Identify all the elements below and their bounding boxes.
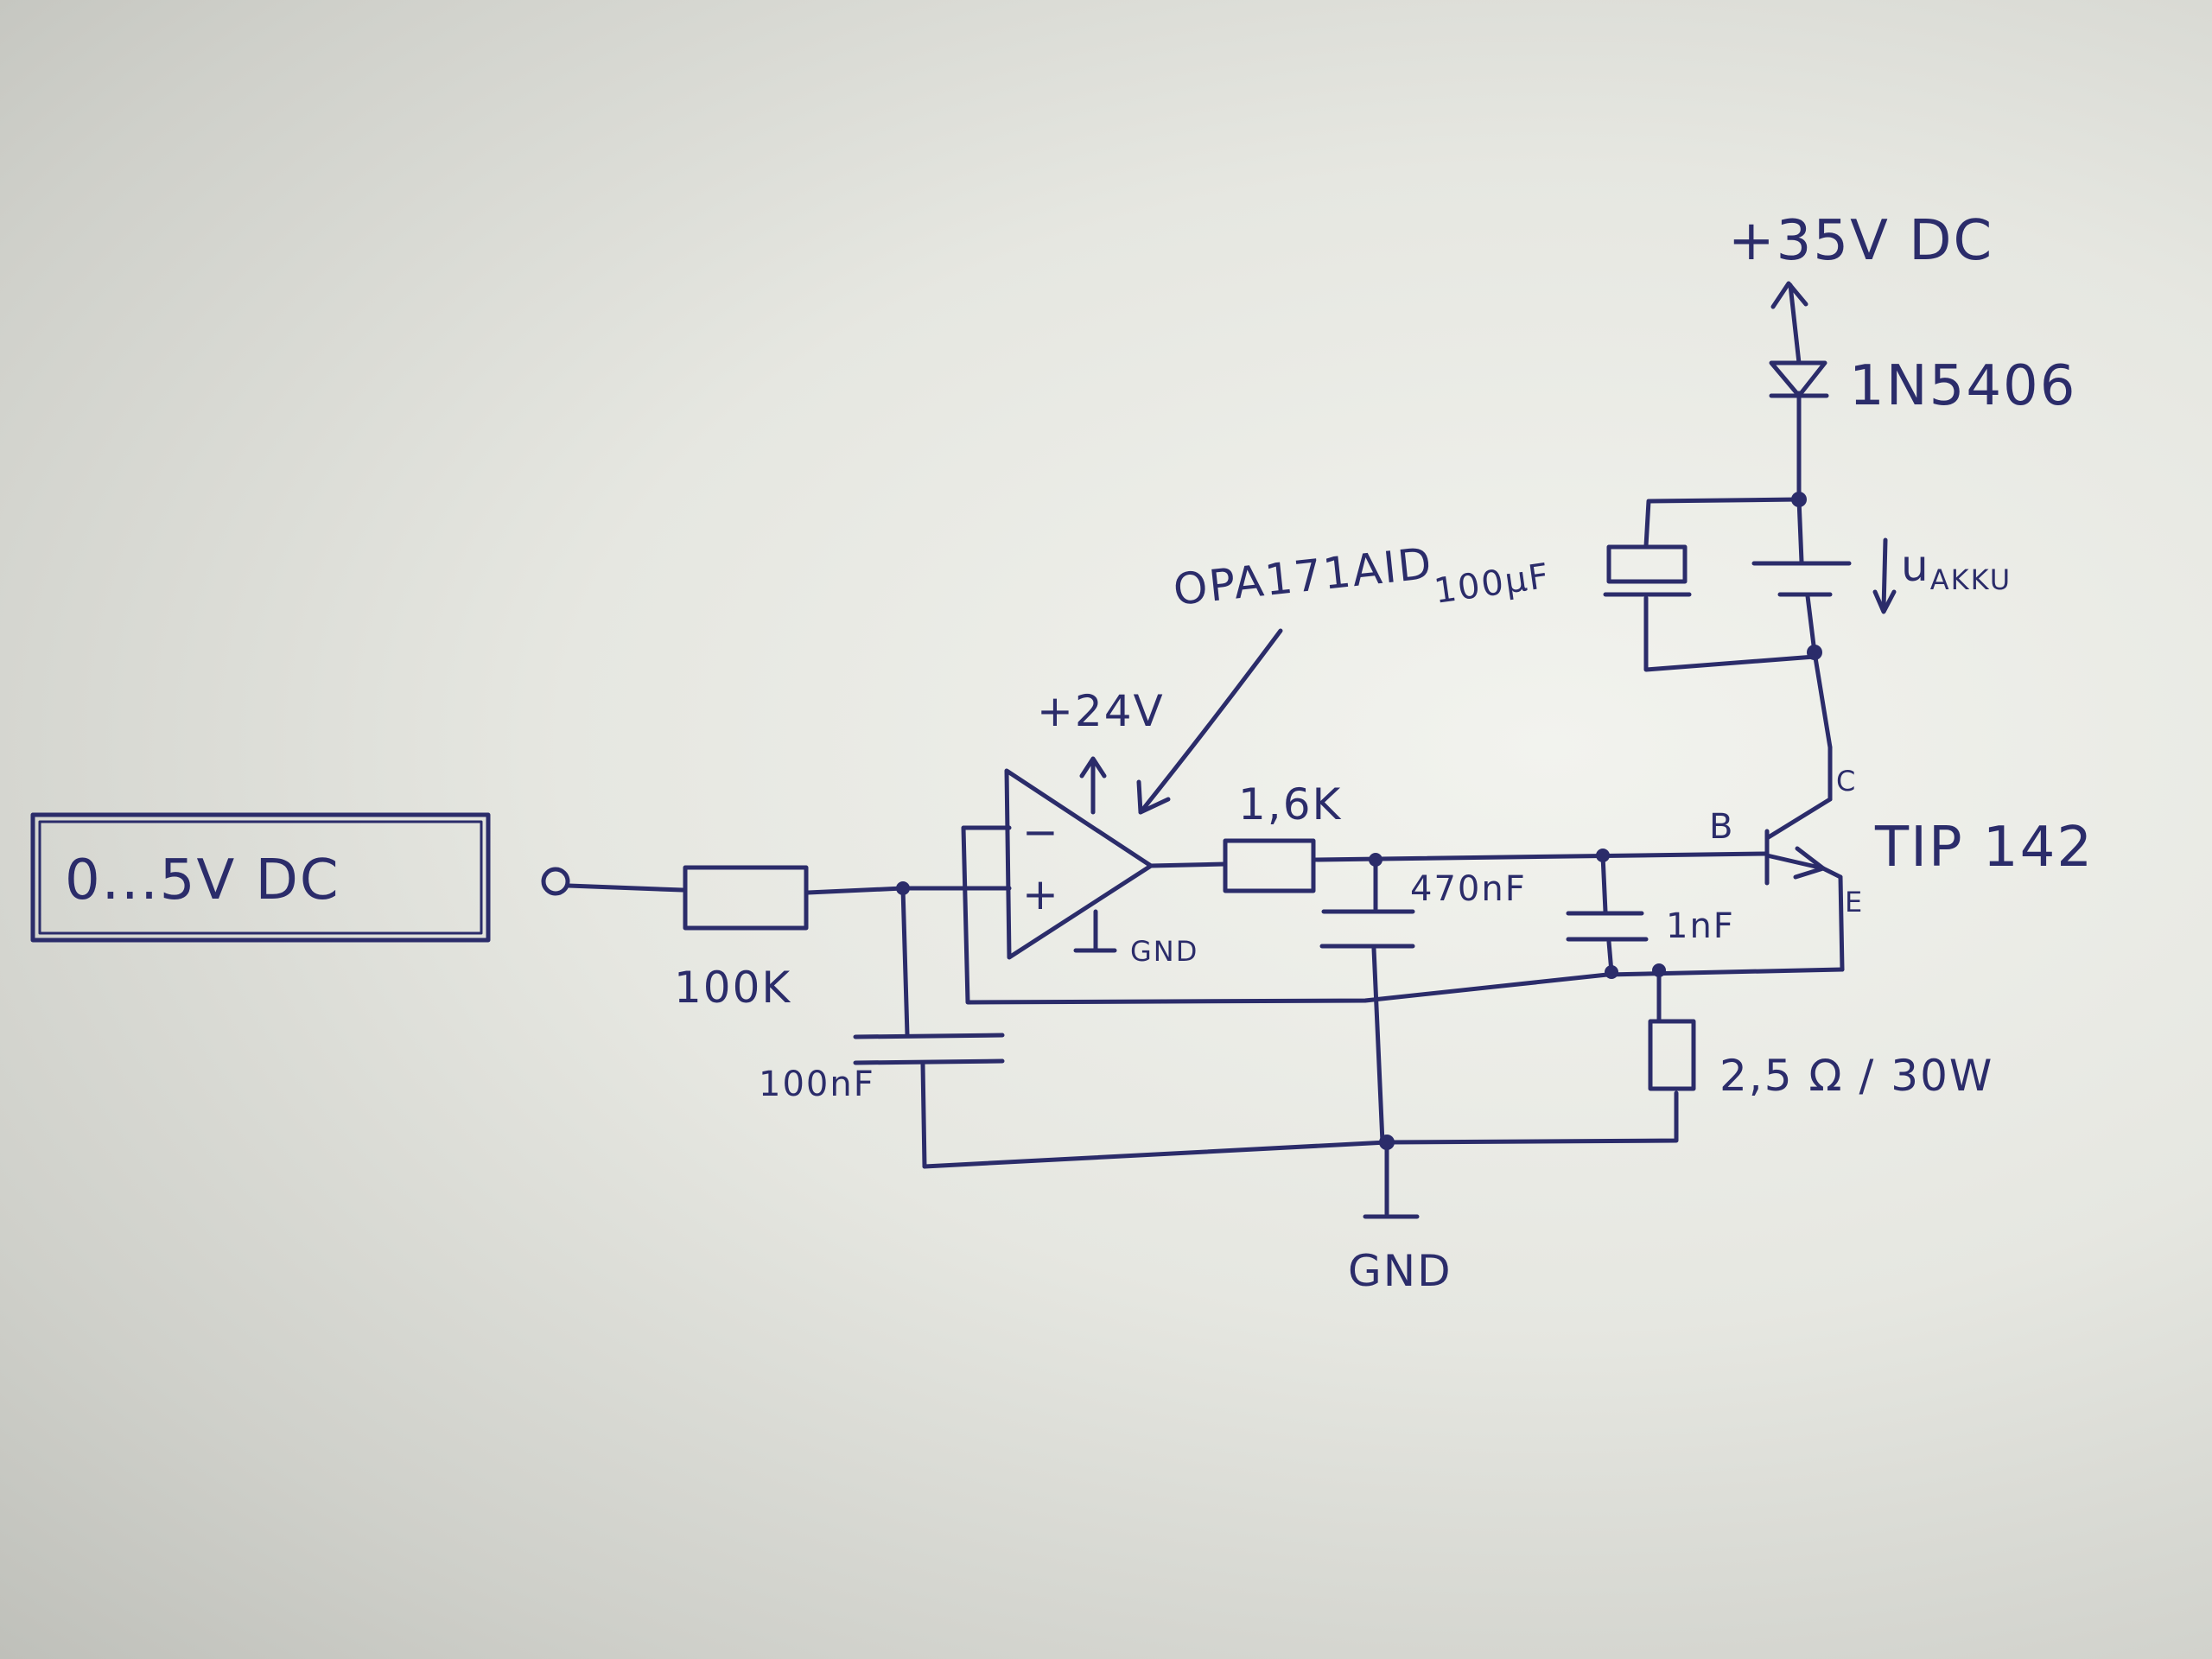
transistor-pin-b: B: [1709, 807, 1734, 847]
resistor-100k-label: 100K: [674, 963, 791, 1013]
opamp-plus-label: +: [1022, 869, 1060, 919]
wire-feedback: [961, 825, 1845, 1005]
battery-uakku: uAKKU: [1751, 497, 2012, 655]
resistor-shunt: 2,5 Ω / 30W: [1648, 1019, 1993, 1101]
ground-label: GND: [1348, 1246, 1452, 1296]
opamp-supply-label: +24V: [1037, 686, 1165, 736]
diode-1n5406: 1N5406: [1769, 354, 2076, 418]
supply-arrow: [1770, 281, 1808, 309]
input-source-box: 0...5V DC: [30, 812, 491, 943]
transistor-label: TIP 142: [1874, 816, 2094, 880]
wire-r100k-node: [805, 886, 906, 895]
input-source-label: 0...5V DC: [65, 849, 340, 912]
wire-input: [566, 883, 685, 893]
transistor-pin-c: C: [1836, 765, 1857, 798]
junction-1nf-bottom: [1605, 965, 1618, 979]
transistor-pin-e: E: [1845, 886, 1864, 918]
opamp-pointer-head: [1136, 779, 1171, 815]
opamp: − + +24V GND: [1004, 686, 1198, 968]
opamp-minus-label: −: [1022, 807, 1060, 857]
capacitor-1nf-label: 1nF: [1666, 906, 1735, 946]
diode-label: 1N5406: [1849, 354, 2076, 418]
capacitor-100nf-label: 100nF: [759, 1065, 875, 1104]
capacitor-1nf: 1nF: [1566, 853, 1735, 975]
resistor-100k: 100K: [674, 865, 809, 1013]
resistor-1k6: 1,6K: [1223, 779, 1342, 893]
wire-to-supply: [1788, 283, 1802, 365]
capacitor-100uf-label: 100µF: [1432, 556, 1553, 612]
opamp-name-label: OPA171AID: [1171, 538, 1435, 615]
resistor-1k6-label: 1,6K: [1238, 779, 1342, 830]
wire-c100n-bottom: [920, 1062, 927, 1169]
resistor-shunt-label: 2,5 Ω / 30W: [1719, 1051, 1993, 1101]
wire-collector: [1812, 650, 1833, 750]
opamp-gnd-label: GND: [1130, 935, 1198, 968]
capacitor-100nf: 100nF: [759, 1033, 1005, 1104]
wire-base-line: [1311, 851, 1770, 862]
opamp-pointer-arrow: [1138, 628, 1283, 815]
input-terminal: [541, 867, 570, 896]
wire-ground-rail: [922, 1090, 1679, 1169]
supply-label: +35V DC: [1728, 209, 1993, 273]
battery-label: uAKKU: [1901, 541, 2012, 596]
transistor-tip142: B C E TIP 142: [1709, 745, 2094, 972]
capacitor-100uf: 100µF: [1432, 497, 1817, 672]
capacitor-470nf: 470nF: [1319, 857, 1527, 1145]
capacitor-470nf-label: 470nF: [1410, 869, 1527, 909]
wire-to-c100n: [900, 886, 910, 1038]
wire-opamp-out: [1148, 861, 1228, 868]
